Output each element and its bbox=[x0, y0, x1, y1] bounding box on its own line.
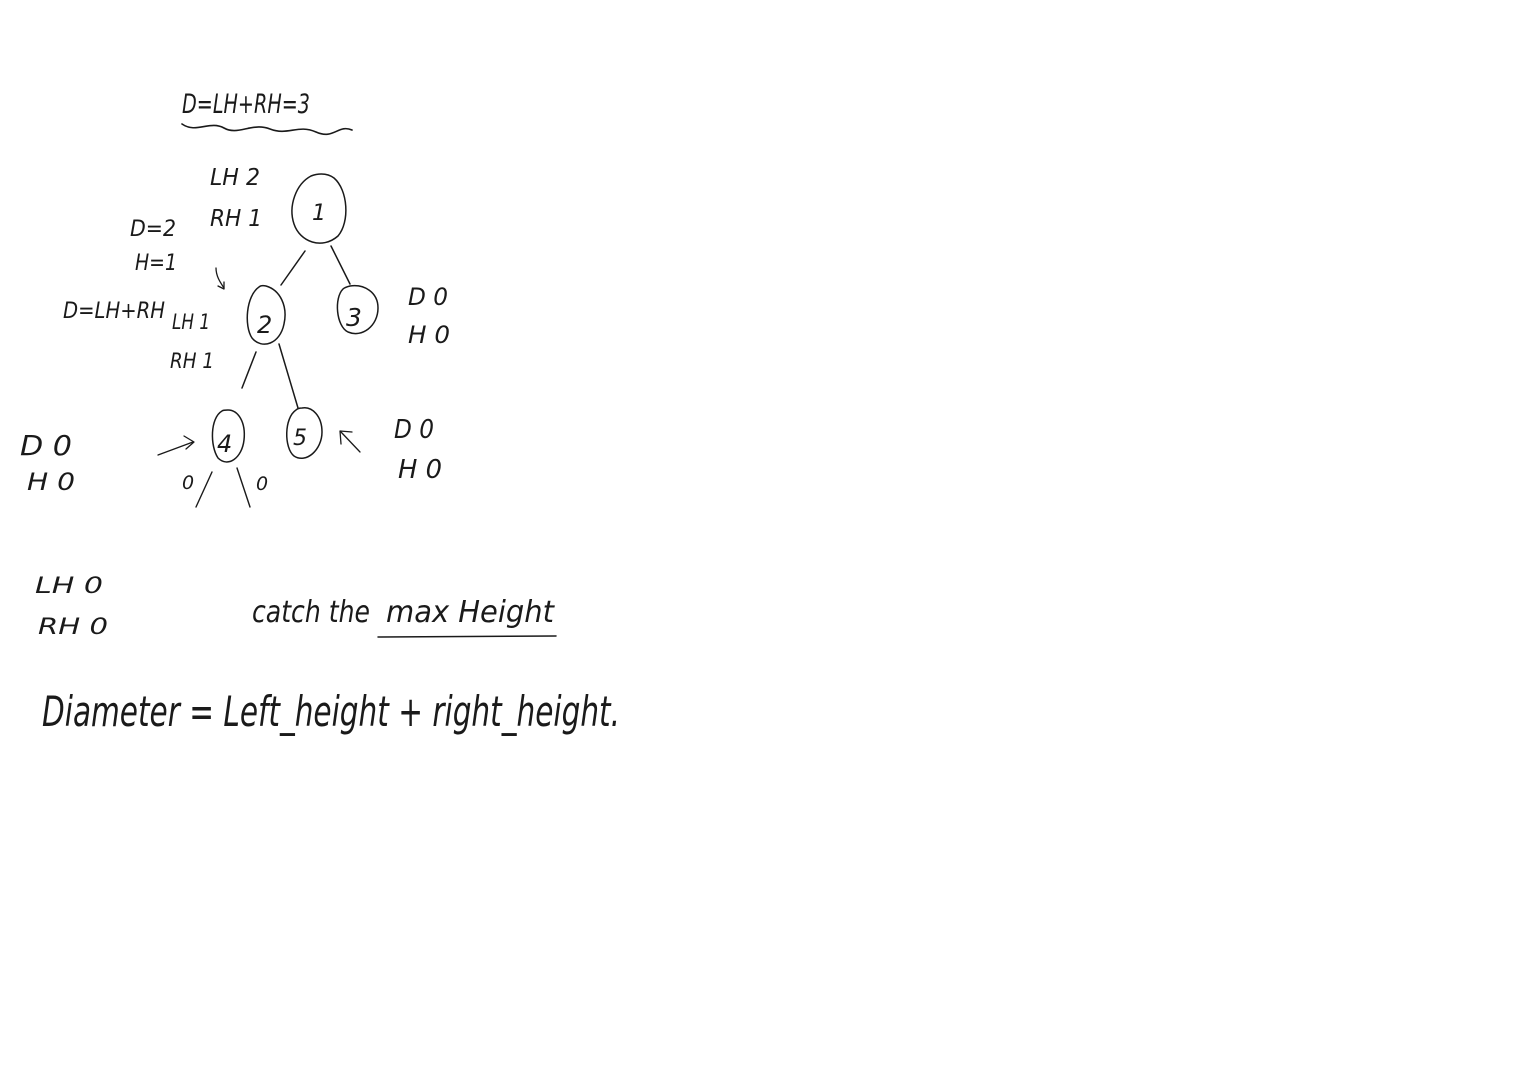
diameter-formula: Diameter = Left_height + right_height. bbox=[42, 687, 620, 736]
root-rh-label: RH 1 bbox=[210, 206, 262, 232]
node-circle bbox=[336, 284, 379, 335]
node-label: 2 bbox=[257, 311, 272, 339]
tree-edges bbox=[195, 245, 351, 508]
node3-h-label: H 0 bbox=[408, 321, 450, 349]
edge-2-5 bbox=[278, 343, 299, 409]
catch-note-prefix: catch the bbox=[252, 595, 370, 630]
catch-note-emphasis: max Height bbox=[386, 595, 555, 630]
node-circle bbox=[246, 284, 286, 345]
leaf-rh-label: RH 0 bbox=[38, 615, 108, 640]
arrow-to-node-4 bbox=[157, 435, 195, 456]
title-formula-group: D=LH+RH=3 bbox=[181, 89, 353, 136]
left-formula-label: D=LH+RH bbox=[63, 299, 165, 324]
catch-note: catch the max Height bbox=[252, 595, 557, 638]
node-label: 5 bbox=[293, 426, 307, 451]
root-annotations: LH 2 RH 1 bbox=[210, 165, 262, 232]
node5-h-label: H 0 bbox=[398, 455, 442, 485]
leaf-annotations: LH 0 RH 0 bbox=[35, 574, 108, 640]
node4-h-label: H 0 bbox=[27, 468, 75, 496]
left-h-label: H=1 bbox=[135, 251, 177, 276]
edge-1-2 bbox=[280, 250, 306, 286]
node3-d-label: D 0 bbox=[408, 283, 448, 311]
arrow-to-node-5 bbox=[339, 430, 361, 453]
node5-d-label: D 0 bbox=[394, 415, 434, 445]
node4-left-child-value: 0 bbox=[182, 472, 194, 494]
tree-node-3: 3 bbox=[336, 284, 379, 335]
node-label: 4 bbox=[217, 430, 232, 458]
arrow-head bbox=[183, 435, 195, 450]
tree-node-2: 2 bbox=[246, 284, 286, 345]
title-formula: D=LH+RH=3 bbox=[182, 89, 310, 120]
edge-1-3 bbox=[330, 245, 351, 285]
arrow-head bbox=[339, 430, 353, 445]
node-circle bbox=[211, 409, 246, 463]
arrow-shaft bbox=[157, 441, 194, 456]
node5-annotations: D 0 H 0 bbox=[394, 415, 442, 485]
edge-4-null-left bbox=[195, 471, 213, 508]
tree-node-1: 1 bbox=[291, 173, 347, 244]
node2-rh-label: RH 1 bbox=[170, 349, 214, 373]
title-squiggle-underline bbox=[181, 123, 353, 136]
node4-d-label: D 0 bbox=[20, 429, 72, 462]
catch-note-underline bbox=[377, 635, 557, 638]
node-circle bbox=[291, 173, 347, 244]
node4-right-child-value: 0 bbox=[256, 473, 268, 495]
arrow-shaft bbox=[340, 431, 361, 453]
node2-lh-label: LH 1 bbox=[172, 310, 210, 334]
edge-4-null-right bbox=[236, 467, 251, 508]
left-annotations: D=2 H=1 D=LH+RH bbox=[63, 217, 177, 324]
arrow-shaft bbox=[215, 267, 225, 289]
node3-annotations: D 0 H 0 bbox=[408, 283, 450, 349]
root-lh-label: LH 2 bbox=[210, 165, 260, 191]
node4-annotations: D 0 H 0 0 0 bbox=[20, 429, 268, 496]
node-circle bbox=[286, 407, 323, 459]
diameter-note: Diameter = Left_height + right_height. bbox=[42, 687, 620, 736]
tree-node-4: 4 bbox=[211, 409, 246, 463]
node-label: 1 bbox=[312, 201, 326, 226]
arrow-head bbox=[217, 281, 225, 290]
arrow-to-node-2 bbox=[215, 267, 225, 290]
tree-node-5: 5 bbox=[286, 407, 323, 459]
left-d-label: D=2 bbox=[130, 217, 176, 242]
node2-annotations: LH 1 RH 1 bbox=[170, 310, 214, 373]
edge-2-4 bbox=[241, 351, 257, 389]
node-label: 3 bbox=[346, 303, 362, 332]
leaf-lh-label: LH 0 bbox=[35, 574, 103, 599]
